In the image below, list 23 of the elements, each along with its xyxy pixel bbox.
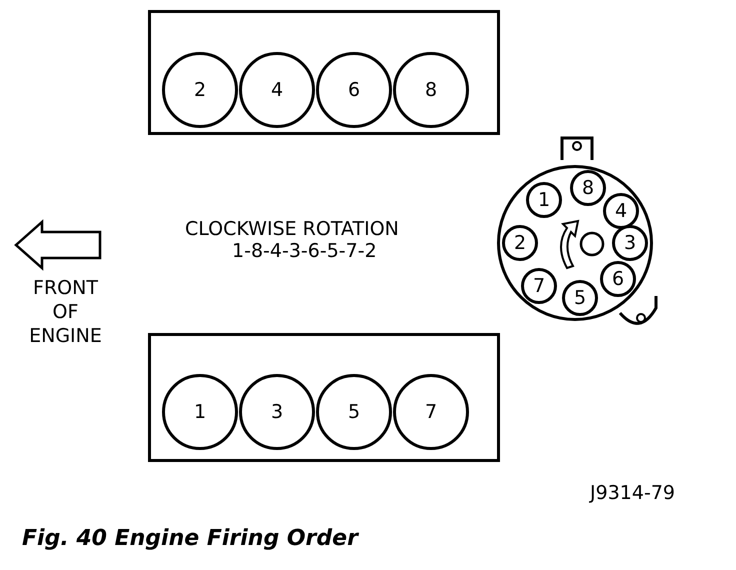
cylinder: 1 (162, 374, 238, 450)
cylinder-bank (148, 333, 500, 462)
cylinder: 2 (162, 52, 238, 128)
cylinder: 4 (239, 52, 315, 128)
terminal-tower: 1 (526, 182, 562, 218)
terminal-tower: 4 (603, 193, 639, 229)
cylinder: 5 (316, 374, 392, 450)
rotation-note: CLOCKWISE ROTATION (185, 218, 399, 240)
cylinder-bank (148, 10, 500, 135)
terminal-tower: 2 (502, 225, 538, 261)
cylinder: 6 (316, 52, 392, 128)
cylinder: 8 (393, 52, 469, 128)
terminal-tower: 6 (600, 261, 636, 297)
firing-order: 1-8-4-3-6-5-7-2 (232, 240, 377, 262)
front-label: FRONT OF ENGINE (28, 276, 103, 348)
cylinder: 3 (239, 374, 315, 450)
figure-code: J9314-79 (590, 482, 675, 504)
cylinder: 7 (393, 374, 469, 450)
terminal-tower: 8 (570, 170, 606, 206)
figure-caption: Fig. 40 Engine Firing Order (22, 526, 358, 551)
terminal-tower: 7 (521, 268, 557, 304)
terminal-tower: 3 (612, 225, 648, 261)
terminal-tower: 5 (562, 280, 598, 316)
